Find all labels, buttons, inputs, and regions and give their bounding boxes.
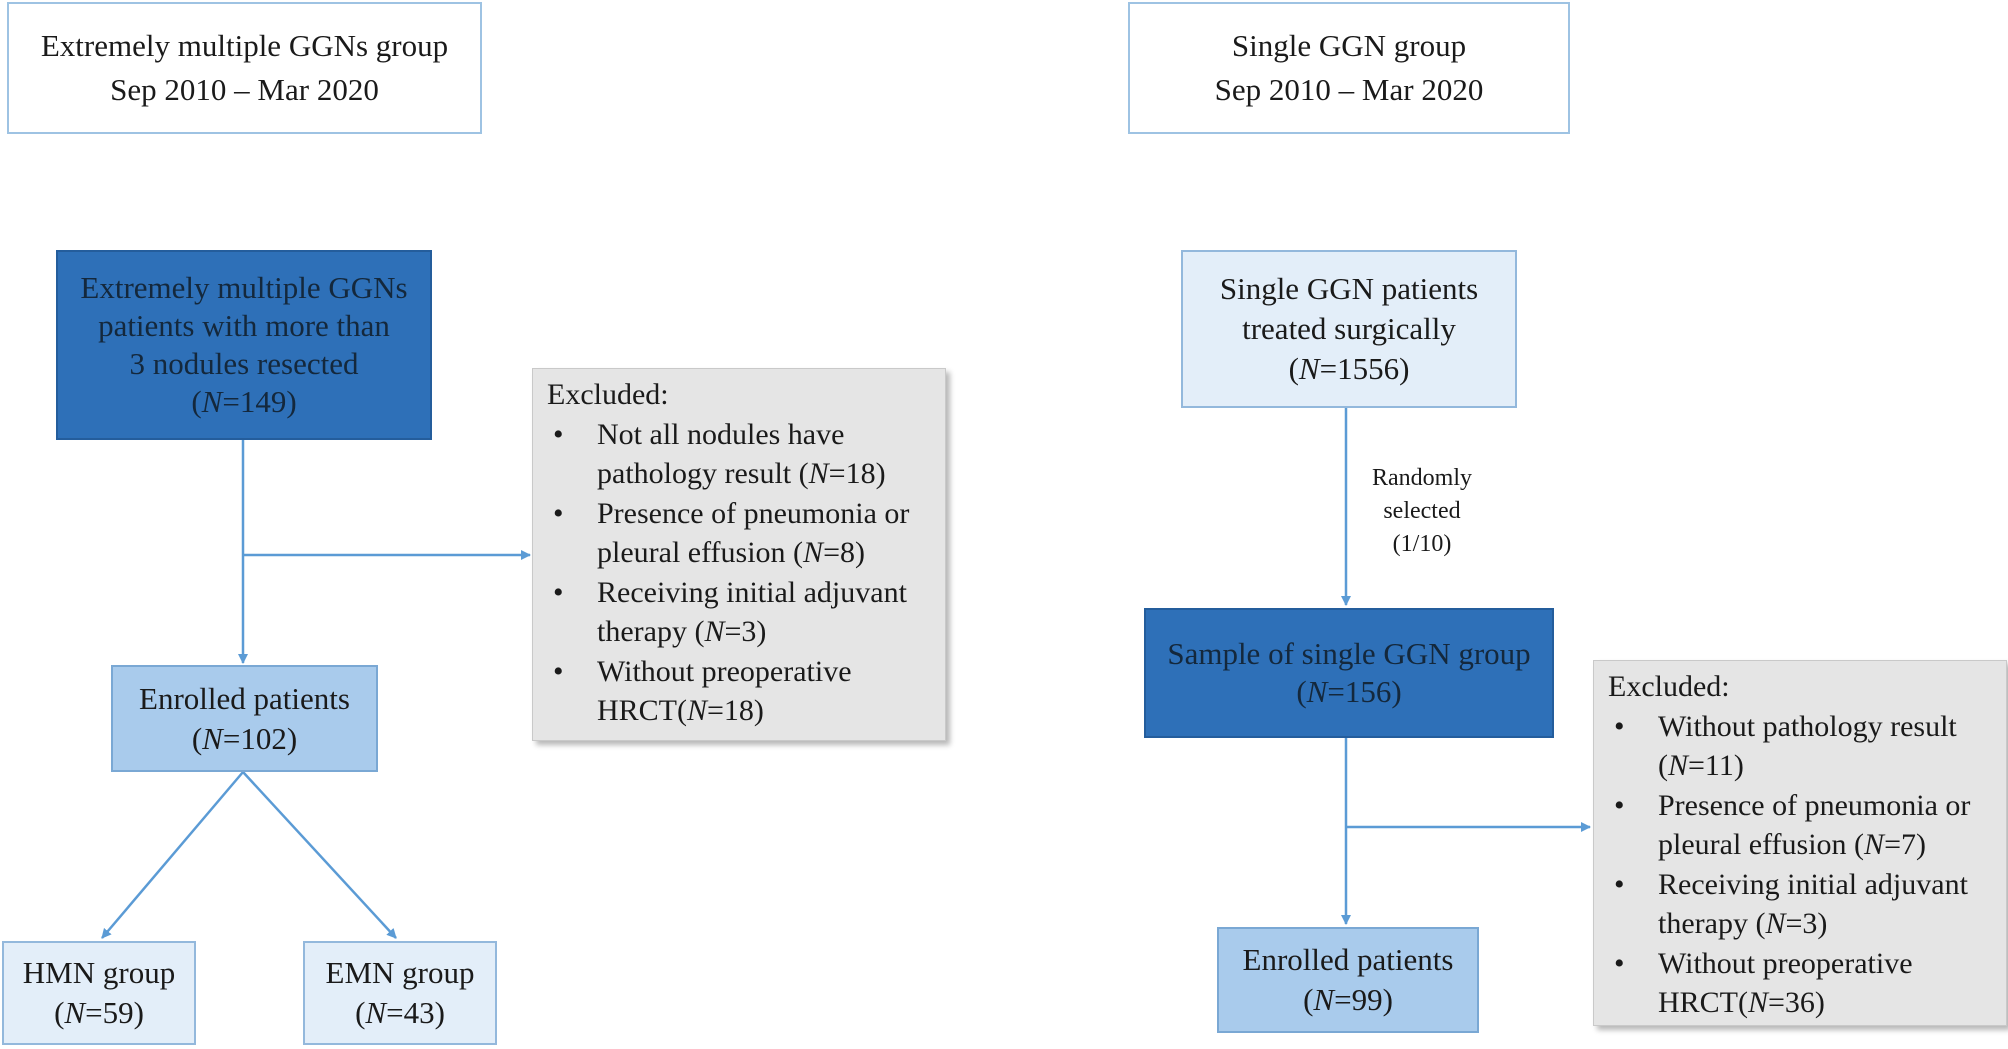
list-item: • Presence of pneumonia or pleural effus… [541, 494, 937, 573]
item-line1: Presence of pneumonia or [597, 496, 910, 530]
random-selection-label: Randomly selected (1/10) [1352, 462, 1492, 561]
left-start-box: Extremely multiple GGNs patients with mo… [56, 250, 432, 440]
left-header-title: Extremely multiple GGNs group [40, 28, 449, 63]
bullet-icon: • [553, 496, 564, 530]
emn-group-label: EMN group [325, 955, 475, 990]
emn-group-count: (N=43) [355, 995, 445, 1030]
right-start-count: (N=1556) [1288, 351, 1410, 386]
list-item: • Not all nodules have pathology result … [541, 415, 937, 494]
left-excluded-list: • Not all nodules have pathology result … [541, 415, 937, 731]
left-header-box: Extremely multiple GGNs group Sep 2010 –… [7, 2, 482, 134]
item-line2: pathology result (N=18) [597, 457, 886, 490]
left-enrolled-box: Enrolled patients (N=102) [111, 665, 378, 772]
item-line2: therapy (N=3) [1658, 907, 1828, 940]
list-item: • Presence of pneumonia or pleural effus… [1602, 786, 1998, 865]
arrow-to-emn [242, 771, 397, 939]
item-line1: Not all nodules have [597, 417, 845, 451]
list-item: • Without preoperative HRCT(N=18) [541, 652, 937, 731]
right-enrolled-count: (N=99) [1303, 982, 1393, 1017]
item-line2: HRCT(N=18) [597, 694, 764, 727]
item-line1: Without preoperative [1658, 946, 1913, 980]
right-excluded-list: • Without pathology result (N=11) • Pres… [1602, 707, 1998, 1023]
right-start-line1: Single GGN patients [1219, 271, 1479, 306]
right-enrolled-box: Enrolled patients (N=99) [1217, 927, 1479, 1033]
bullet-icon: • [1614, 867, 1625, 901]
sample-label: Sample of single GGN group [1167, 636, 1531, 671]
item-line2: HRCT(N=36) [1658, 986, 1825, 1019]
right-header-box: Single GGN group Sep 2010 – Mar 2020 [1128, 2, 1570, 134]
item-line2: pleural effusion (N=7) [1658, 828, 1926, 861]
item-line1: Without preoperative [597, 654, 852, 688]
right-excluded-title: Excluded: [1608, 670, 1730, 703]
left-enrolled-label: Enrolled patients [139, 680, 350, 716]
selection-label-line3: (1/10) [1392, 531, 1452, 557]
bullet-icon: • [1614, 788, 1625, 822]
right-excluded-box: Excluded: • Without pathology result (N=… [1593, 660, 2007, 1026]
left-start-line3: 3 nodules resected [129, 346, 359, 381]
right-start-line2: treated surgically [1242, 311, 1456, 346]
selection-label-line2: selected [1383, 498, 1461, 524]
right-header-dates: Sep 2010 – Mar 2020 [1214, 72, 1484, 107]
sample-count: (N=156) [1296, 674, 1402, 709]
item-line1: Presence of pneumonia or [1658, 788, 1971, 822]
emn-group-box: EMN group (N=43) [303, 941, 497, 1045]
list-item: • Without pathology result (N=11) [1602, 707, 1998, 786]
left-header-dates: Sep 2010 – Mar 2020 [110, 72, 379, 107]
right-start-box: Single GGN patients treated surgically (… [1181, 250, 1517, 408]
right-header-title: Single GGN group [1231, 28, 1467, 63]
item-line1: Receiving initial adjuvant [1658, 867, 1968, 901]
item-line2: therapy (N=3) [597, 615, 767, 648]
arrow-to-hmn [101, 771, 244, 939]
bullet-icon: • [553, 417, 564, 451]
item-line1: Without pathology result [1658, 709, 1957, 743]
left-excluded-title: Excluded: [547, 378, 669, 411]
list-item: • Receiving initial adjuvant therapy (N=… [1602, 865, 1998, 944]
left-start-count: (N=149) [191, 384, 297, 419]
bullet-icon: • [1614, 709, 1625, 743]
list-item: • Without preoperative HRCT(N=36) [1602, 944, 1998, 1023]
left-excluded-box: Excluded: • Not all nodules have patholo… [532, 368, 946, 741]
list-item: • Receiving initial adjuvant therapy (N=… [541, 573, 937, 652]
item-line2: (N=11) [1658, 749, 1744, 782]
bullet-icon: • [1614, 946, 1625, 980]
item-line2: pleural effusion (N=8) [597, 536, 865, 569]
hmn-group-label: HMN group [22, 955, 176, 990]
left-enrolled-count: (N=102) [191, 720, 298, 756]
bullet-icon: • [553, 654, 564, 688]
item-line1: Receiving initial adjuvant [597, 575, 907, 609]
sample-box: Sample of single GGN group (N=156) [1144, 608, 1554, 738]
bullet-icon: • [553, 575, 564, 609]
right-enrolled-label: Enrolled patients [1242, 942, 1454, 977]
selection-label-line1: Randomly [1372, 465, 1472, 491]
hmn-group-box: HMN group (N=59) [2, 941, 196, 1045]
left-start-line1: Extremely multiple GGNs [80, 270, 408, 305]
left-start-line2: patients with more than [98, 308, 390, 343]
hmn-group-count: (N=59) [54, 995, 144, 1030]
